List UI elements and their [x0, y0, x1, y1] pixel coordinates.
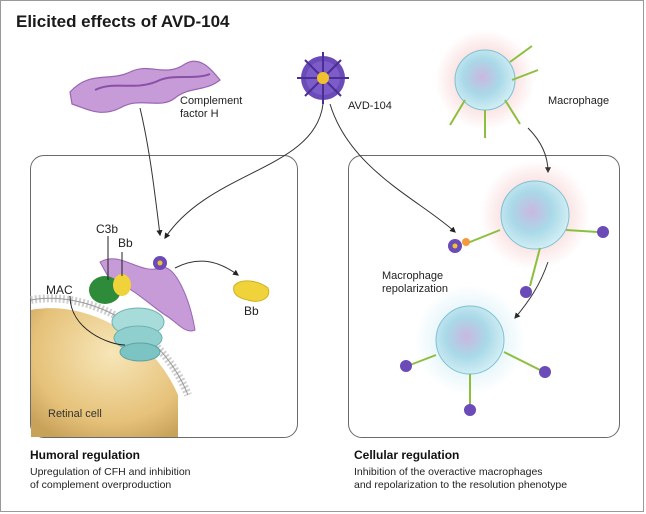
cellular-desc-line1: Inhibition of the overactive macrophages	[354, 466, 543, 478]
avd104-particle	[297, 52, 349, 104]
cellular-panel	[348, 155, 620, 438]
avd104-label: AVD-104	[348, 100, 392, 112]
macrophage-resolution	[400, 285, 551, 416]
c3b-label: C3b	[96, 222, 119, 236]
bb-protein-bound	[113, 274, 131, 296]
repolarization-label-line2: repolarization	[382, 283, 449, 295]
repolarization-label-line1: Macrophage	[382, 270, 444, 282]
macrophage-activated-top	[435, 30, 539, 138]
cellular-section-title: Cellular regulation	[354, 448, 460, 462]
macrophage-label: Macrophage	[548, 95, 610, 107]
bb-released-label: Bb	[244, 304, 259, 318]
bb-label-top: Bb	[118, 236, 133, 250]
retinal-cell-label: Retinal cell	[48, 408, 102, 420]
humoral-section-title: Humoral regulation	[30, 448, 141, 462]
c3b-protein	[89, 276, 121, 304]
cellular-desc-line2: and repolarization to the resolution phe…	[354, 479, 568, 491]
humoral-desc-line1: Upregulation of CFH and inhibition	[30, 466, 191, 478]
macrophage-repolarizing	[448, 160, 609, 298]
bb-released	[233, 280, 270, 302]
complement-factor-h-protein	[69, 60, 221, 113]
humoral-desc-line2: of complement overproduction	[30, 479, 172, 491]
cfh-label-line1: Complement	[180, 95, 243, 107]
figure-title: Elicited effects of AVD-104	[16, 12, 230, 31]
mac-complex	[111, 307, 165, 362]
mac-label: MAC	[46, 283, 73, 297]
cfh-label-line2: factor H	[180, 108, 219, 120]
